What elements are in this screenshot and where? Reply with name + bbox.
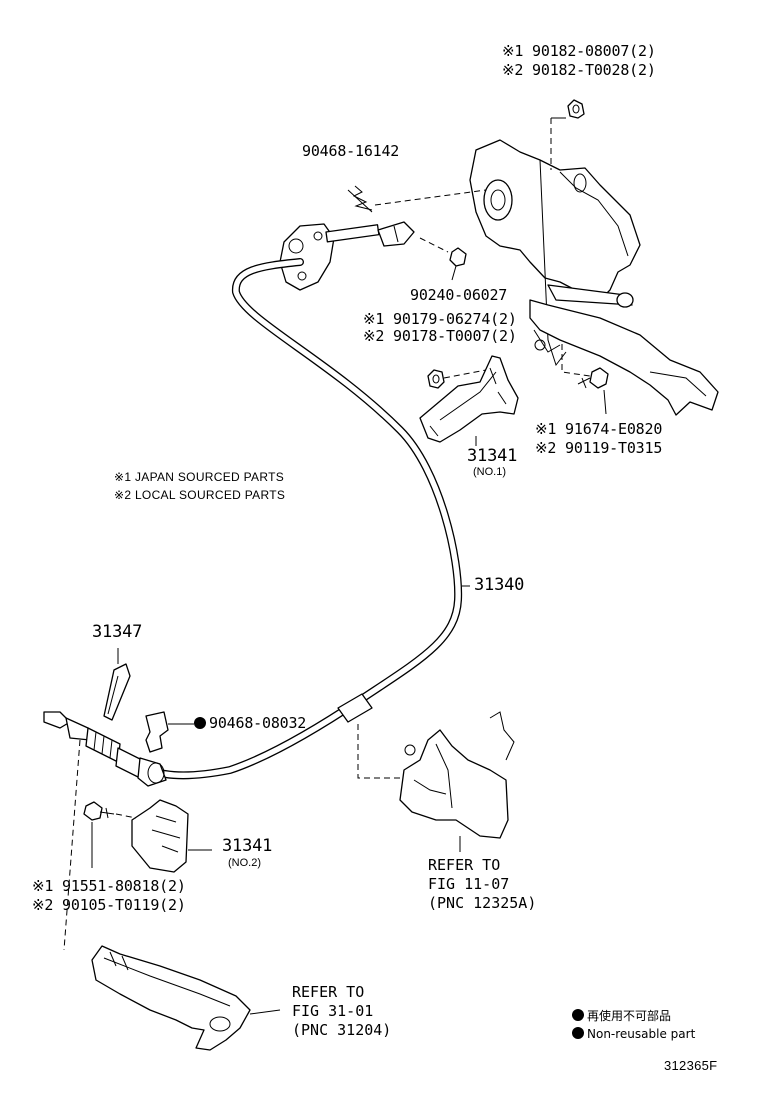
top-pin xyxy=(347,185,373,213)
nut-japan-label: ※1 90182-08007(2) xyxy=(502,42,656,60)
figure-id: 312365F xyxy=(664,1058,718,1073)
retaining-clip xyxy=(103,663,131,721)
transmission-bracket xyxy=(399,711,515,839)
nut2-japan-label: ※1 90179-06274(2) xyxy=(363,310,517,328)
bracket-nut xyxy=(427,369,445,389)
bracket-no1 xyxy=(419,355,519,443)
note-local: ※2 LOCAL SOURCED PARTS xyxy=(114,488,286,502)
ref1-line2: FIG 11-07 xyxy=(428,875,510,893)
bolt2-japan-label: ※1 91674-E0820 xyxy=(535,420,663,438)
non-reusable-dot xyxy=(194,717,206,729)
bracket-no2-sub: (NO.2) xyxy=(228,857,261,869)
legend-dot-2 xyxy=(572,1027,584,1039)
release-fork xyxy=(91,945,251,1051)
pin-label: 90468-16142 xyxy=(302,142,400,160)
top-bolt xyxy=(449,247,467,281)
bolt-label: 90240-06027 xyxy=(410,286,508,304)
bracket-bolt xyxy=(83,801,115,821)
bracket-no1-label: 31341 xyxy=(467,446,518,466)
clutch-cable xyxy=(146,258,463,780)
bolt2-local-label: ※2 90119-T0315 xyxy=(535,439,663,457)
bolt3-local-label: ※2 90105-T0119(2) xyxy=(32,896,186,914)
retainer-label: 90468-08032 xyxy=(194,715,306,732)
nut2-local-label: ※2 90178-T0007(2) xyxy=(363,327,517,345)
nut-local-label: ※2 90182-T0028(2) xyxy=(502,61,656,79)
top-nut xyxy=(567,99,585,119)
bolt3-japan-label: ※1 91551-80818(2) xyxy=(32,877,186,895)
legend-japanese-text: 再使用不可部品 xyxy=(587,1009,672,1023)
cable-top-end xyxy=(279,221,415,291)
ref2-line1: REFER TO xyxy=(292,983,365,1001)
retainer-clip xyxy=(145,711,169,753)
ref1-line3: (PNC 12325A) xyxy=(428,894,537,912)
legend-dot-1 xyxy=(572,1009,584,1021)
note-japan: ※1 JAPAN SOURCED PARTS xyxy=(114,470,285,484)
ref1-line1: REFER TO xyxy=(428,856,501,874)
legend-english: Non-reusable part xyxy=(572,1027,695,1041)
legend-english-text: Non-reusable part xyxy=(587,1027,696,1041)
clutch-pedal-assembly xyxy=(469,139,719,416)
cable-bottom-end xyxy=(43,711,167,787)
pedal-bolt xyxy=(577,367,609,389)
cable-label: 31340 xyxy=(474,575,525,595)
bracket-no2-label: 31341 xyxy=(222,836,273,856)
ref2-line3: (PNC 31204) xyxy=(292,1021,392,1039)
clip-label: 31347 xyxy=(92,622,143,642)
legend-japanese: 再使用不可部品 xyxy=(572,1007,671,1024)
ref2-line2: FIG 31-01 xyxy=(292,1002,374,1020)
bracket-no1-sub: (NO.1) xyxy=(473,466,506,478)
retainer-number: 90468-08032 xyxy=(209,714,307,732)
bracket-no2 xyxy=(131,799,189,873)
